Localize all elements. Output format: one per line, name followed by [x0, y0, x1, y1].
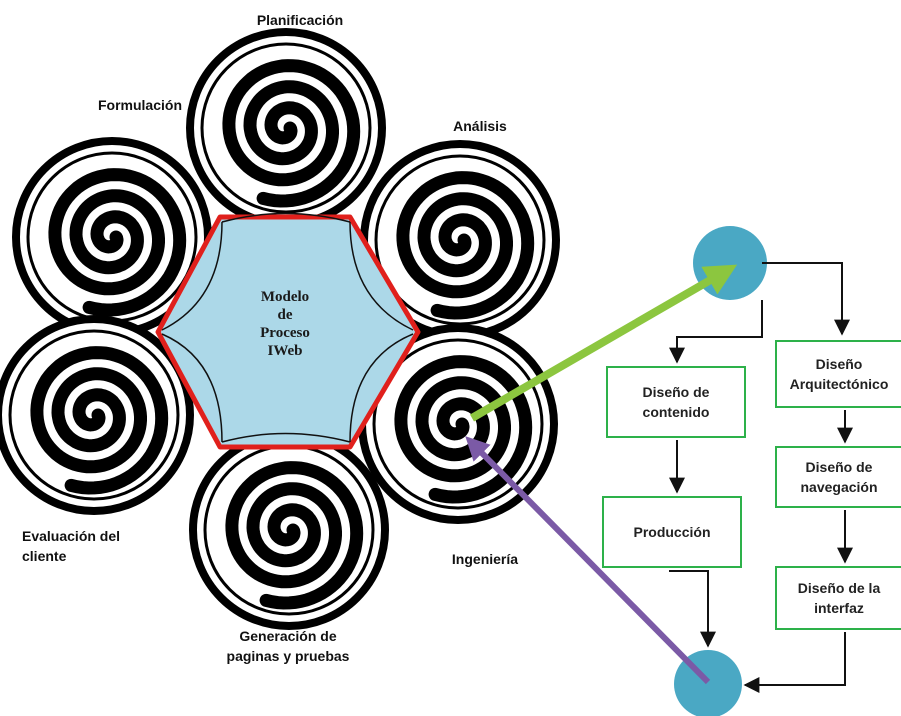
label-ingenieria: Ingeniería: [451, 551, 519, 567]
spiral-evaluacion: [0, 315, 194, 515]
center-label: Modelo de Proceso IWeb: [260, 289, 310, 359]
spiral-planificacion: [186, 28, 386, 228]
green-arrow: [469, 264, 738, 422]
label-planificacion: Planificación: [256, 12, 344, 28]
center-hexagon: [155, 214, 421, 450]
box-diseno-contenido: Diseño de contenido: [606, 366, 746, 438]
label-analisis: Análisis: [453, 118, 507, 134]
spiral-generacion: [189, 430, 389, 630]
label-evaluacion: Evaluación del cliente: [22, 528, 121, 564]
hexagon-arcs: [161, 212, 414, 443]
box-diseno-navegacion: Diseño de navegación: [775, 446, 901, 508]
flow-connectors: [669, 262, 853, 693]
flow-node-top: [693, 226, 767, 300]
purple-arrow: [465, 436, 711, 685]
box-diseno-interfaz: Diseño de la interfaz: [775, 566, 901, 630]
box-produccion: Producción: [602, 496, 742, 568]
label-formulacion: Formulación: [97, 97, 182, 113]
label-generacion: Generación de paginas y pruebas: [226, 628, 350, 664]
box-diseno-arquitectonico: Diseño Arquitectónico: [775, 340, 901, 408]
spiral-formulacion: [12, 137, 212, 337]
